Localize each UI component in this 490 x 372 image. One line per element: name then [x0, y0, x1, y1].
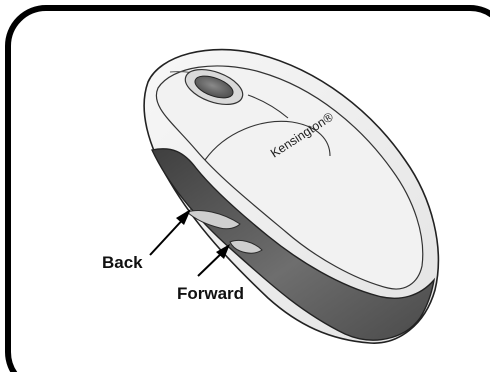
back-label: Back — [102, 253, 143, 272]
forward-label: Forward — [177, 284, 244, 303]
